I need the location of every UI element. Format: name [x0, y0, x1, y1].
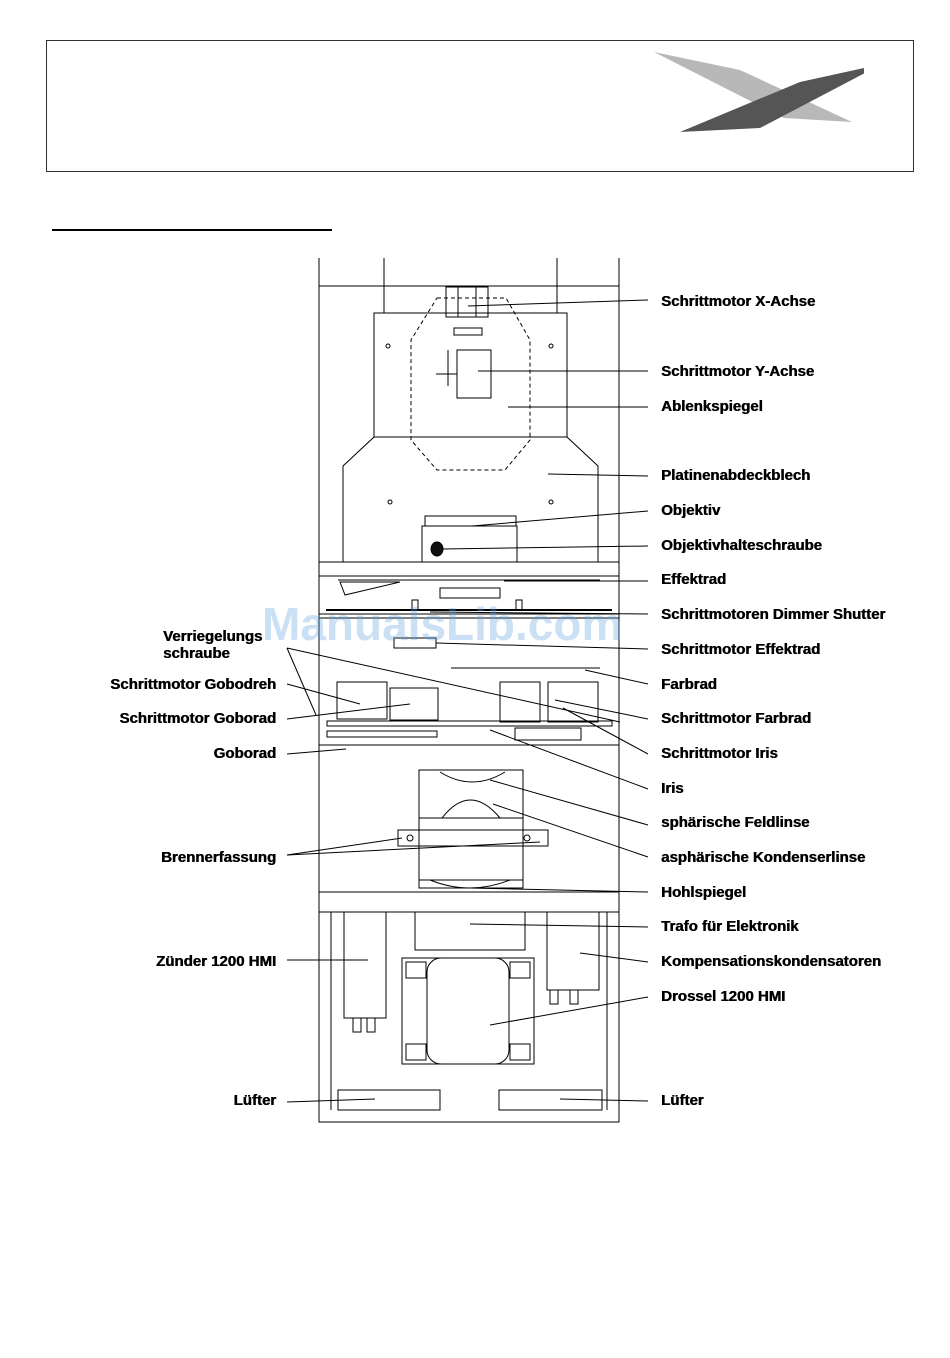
label-verriegelungsschraube-line1: Verriegelungs	[163, 628, 263, 645]
label-luefter-right: Lüfter	[661, 1092, 704, 1109]
label-schrittmotor-effektrad: Schrittmotor Effektrad	[661, 641, 821, 658]
label-schrittmotor-farbrad: Schrittmotor Farbrad	[661, 710, 812, 727]
label-schrittmotor-iris: Schrittmotor Iris	[661, 745, 778, 762]
label-drossel-1200-hmi: Drossel 1200 HMI	[661, 988, 786, 1005]
label-trafo-fuer-elektronik: Trafo für Elektronik	[661, 918, 799, 935]
label-asphaerische-kondenserlinse: asphärische Kondenserlinse	[661, 849, 866, 866]
label-schrittmotor-x-achse: Schrittmotor X-Achse	[661, 293, 816, 310]
label-effektrad: Effektrad	[661, 571, 727, 588]
label-schrittmotoren-dimmer-shutter: Schrittmotoren Dimmer Shutter	[661, 606, 886, 623]
label-kompensationskondensatoren: Kompensationskondensatoren	[661, 953, 882, 970]
label-luefter-left: Lüfter	[233, 1092, 277, 1109]
label-sphaerische-feldlinse: sphärische Feldlinse	[661, 814, 810, 831]
section-title-rule	[52, 229, 332, 231]
label-objektivhalteschraube: Objektivhalteschraube	[661, 537, 822, 554]
label-iris: Iris	[661, 780, 684, 797]
label-platinenabdeckblech: Platinenabdeckblech	[661, 467, 811, 484]
label-schrittmotor-goborad: Schrittmotor Goborad	[119, 710, 276, 727]
company-logo	[654, 52, 864, 132]
label-zuender-1200-hmi: Zünder 1200 HMI	[155, 953, 276, 970]
label-ablenkspiegel: Ablenkspiegel	[661, 398, 763, 415]
label-goborad: Goborad	[213, 745, 277, 762]
label-schrittmotor-gobodreh: Schrittmotor Gobodreh	[110, 676, 276, 693]
label-farbrad: Farbrad	[661, 676, 717, 693]
label-brennerfassung: Brennerfassung	[160, 849, 276, 866]
label-hohlspiegel: Hohlspiegel	[661, 884, 747, 901]
label-schrittmotor-y-achse: Schrittmotor Y-Achse	[661, 363, 815, 380]
label-objektiv: Objektiv	[661, 502, 721, 519]
label-verriegelungsschraube-line2: schraube	[163, 645, 230, 662]
watermark: ManualsLib.com	[262, 598, 623, 650]
